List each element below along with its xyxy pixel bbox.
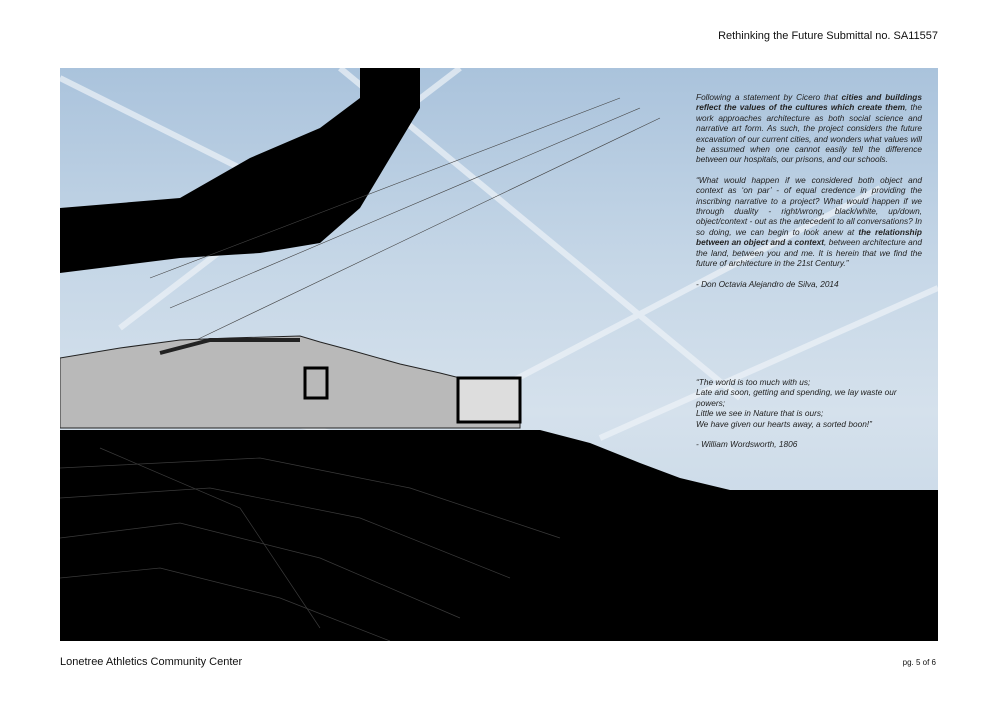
quote-attribution: - Don Octavia Alejandro de Silva, 2014: [696, 278, 839, 289]
site-plan-black: [60, 68, 420, 273]
quote-emphasis: the relationship between an object and a…: [696, 226, 922, 248]
quote-paragraph: “What would happen if we considered both…: [696, 175, 922, 269]
building-section: [60, 335, 521, 429]
page-number: pg. 5 of 6: [902, 658, 936, 667]
roof-truss: [159, 338, 300, 355]
poem-lines: “The world is too much with us; Late and…: [696, 377, 926, 429]
poem-line: Late and soon, getting and spending, we …: [696, 387, 897, 408]
section-drawing: [60, 68, 938, 641]
poem-line: “The world is too much with us;: [696, 377, 811, 387]
plan-linework: [149, 97, 661, 344]
project-statement: Following a statement by Cicero that cit…: [696, 92, 922, 299]
poem-attribution: - William Wordsworth, 1806: [696, 439, 798, 450]
poem-line: Little we see in Nature that is ours;: [696, 408, 824, 419]
statement-text-cont: , the work approaches architecture as bo…: [696, 102, 922, 165]
statement-emphasis: cities and buildings reflect the values …: [696, 92, 922, 113]
document-header: Rethinking the Future Submittal no. SA11…: [718, 30, 938, 42]
terrain: [60, 430, 938, 641]
quote-text: “What would happen if we considered both…: [696, 174, 922, 237]
poem-quote: “The world is too much with us; Late and…: [696, 377, 926, 459]
building-end-volume: [456, 376, 522, 424]
terrain-contours: [60, 447, 561, 641]
project-name: Lonetree Athletics Community Center: [60, 656, 243, 668]
statement-text: Following a statement by Cicero that: [696, 92, 842, 102]
poem-line: We have given our hearts away, a sorted …: [696, 418, 872, 429]
quote-text-cont: , between architecture and the land, bet…: [696, 237, 922, 269]
statement-paragraph: Following a statement by Cicero that cit…: [696, 92, 922, 165]
architectural-section-image: Following a statement by Cicero that cit…: [60, 68, 938, 641]
building-window-frame: [303, 366, 329, 400]
